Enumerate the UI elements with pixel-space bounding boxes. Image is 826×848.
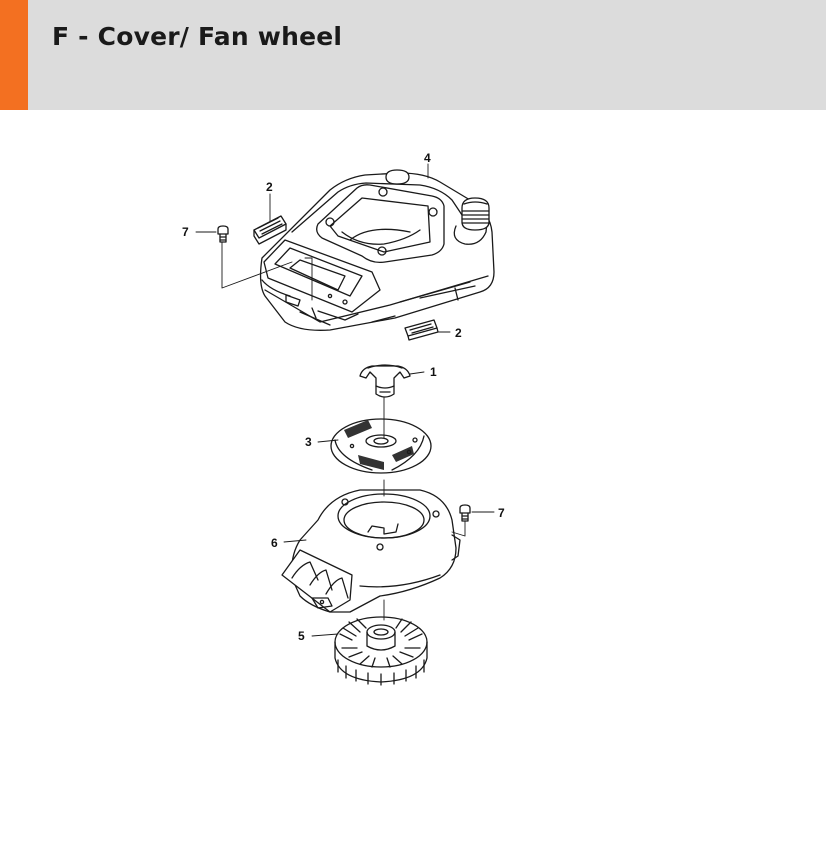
label-5: 5 xyxy=(298,629,305,643)
label-1: 1 xyxy=(430,365,437,379)
part-6-fan-housing xyxy=(281,489,461,613)
label-7a: 7 xyxy=(182,225,189,239)
part-3-screen-disc xyxy=(330,418,432,474)
label-4: 4 xyxy=(424,151,431,165)
leader-lines xyxy=(195,163,495,637)
label-2a: 2 xyxy=(266,180,273,194)
label-6: 6 xyxy=(271,536,278,550)
accent-bar xyxy=(0,0,28,110)
part-1-starter-cup xyxy=(359,364,411,398)
part-2-grille-upper xyxy=(253,215,287,245)
part-4-cover-housing xyxy=(259,169,495,331)
label-3: 3 xyxy=(305,435,312,449)
part-5-fan-wheel xyxy=(334,616,428,686)
callout-labels: 4 2 7 2 1 3 7 6 5 xyxy=(182,151,505,643)
label-2b: 2 xyxy=(455,326,462,340)
label-7b: 7 xyxy=(498,506,505,520)
part-2-grille-lower xyxy=(404,319,439,341)
part-7-screw-upper xyxy=(217,225,229,243)
page-header: F - Cover/ Fan wheel xyxy=(0,0,826,110)
page-title: F - Cover/ Fan wheel xyxy=(52,22,343,51)
part-7-screw-lower xyxy=(459,504,471,522)
